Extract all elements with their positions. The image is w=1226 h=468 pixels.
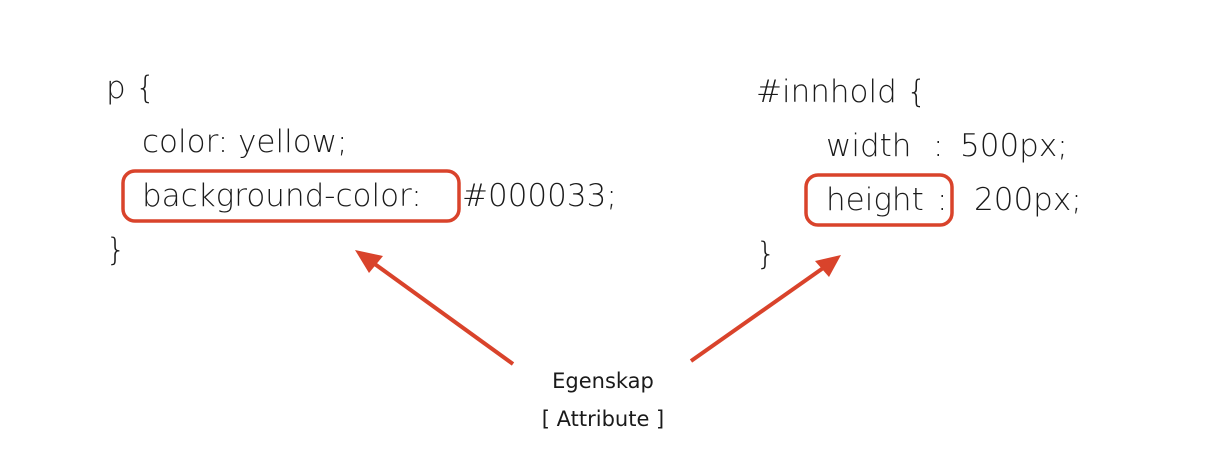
caption-attribute: [ Attribute ] (541, 407, 665, 431)
arrow-right-head-icon (815, 255, 841, 277)
right-height-separator: : (937, 182, 948, 218)
right-width-value: 500px; (960, 128, 1068, 164)
left-close-brace: } (106, 232, 126, 268)
caption-egenskap: Egenskap (552, 369, 654, 393)
left-color-line: color: yellow; (142, 124, 348, 160)
right-width-property: width (826, 128, 912, 164)
left-background-color-value: #000033; (462, 178, 617, 214)
right-close-brace: } (756, 236, 776, 272)
arrow-left-head-icon (355, 250, 383, 273)
arrow-left-shaft (370, 260, 515, 366)
right-height-value: 200px; (974, 182, 1082, 218)
right-open-brace-line: #innhold { (756, 74, 927, 110)
arrow-right-shaft (689, 264, 828, 363)
right-width-separator: : (933, 128, 944, 164)
left-open-brace-line: p { (106, 70, 156, 106)
right-height-property: height (826, 182, 924, 218)
left-background-color-property: background-color: (142, 178, 422, 214)
